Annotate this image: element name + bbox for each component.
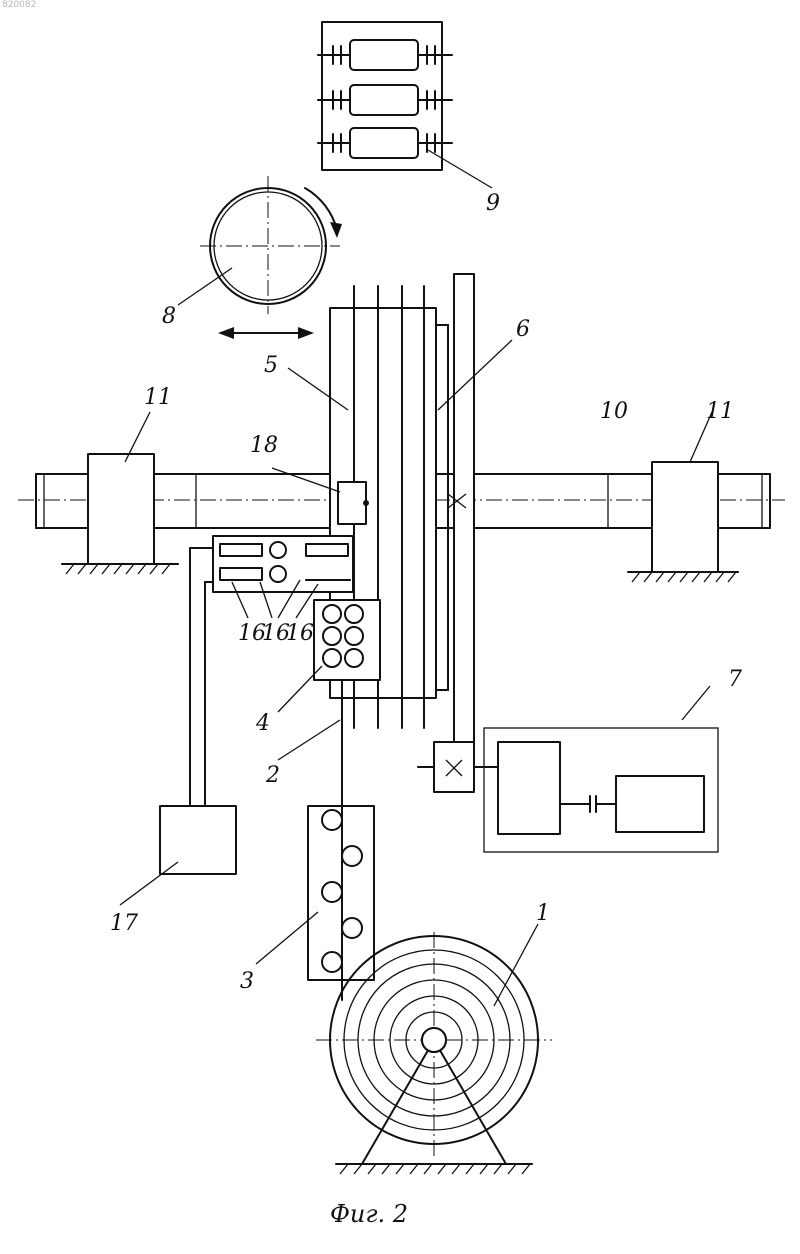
label-7: 7 bbox=[728, 667, 742, 692]
label-11-right: 11 bbox=[706, 399, 734, 424]
bearing-support-11-left bbox=[62, 412, 178, 574]
figure-caption: Фиг. 2 bbox=[330, 1200, 408, 1228]
uncoiler-1 bbox=[316, 924, 552, 1174]
roller-cassette-9 bbox=[318, 22, 492, 188]
pressing-roll-8 bbox=[178, 176, 342, 339]
label-10: 10 bbox=[600, 399, 628, 424]
label-4: 4 bbox=[255, 711, 270, 736]
bearing-support-11-right bbox=[628, 412, 738, 582]
label-1: 1 bbox=[536, 901, 550, 926]
label-16c: 16 bbox=[286, 621, 314, 646]
label-9: 9 bbox=[486, 191, 500, 216]
label-3: 3 bbox=[240, 969, 254, 994]
label-6: 6 bbox=[516, 317, 530, 342]
label-8: 8 bbox=[162, 304, 176, 329]
label-2: 2 bbox=[265, 763, 280, 788]
label-5: 5 bbox=[264, 353, 278, 378]
label-11-left: 11 bbox=[144, 385, 172, 410]
control-unit-17 bbox=[120, 548, 236, 905]
straightener-3 bbox=[256, 806, 374, 980]
label-17: 17 bbox=[110, 911, 138, 936]
faceplate-6 bbox=[438, 274, 512, 744]
label-18: 18 bbox=[250, 433, 278, 458]
